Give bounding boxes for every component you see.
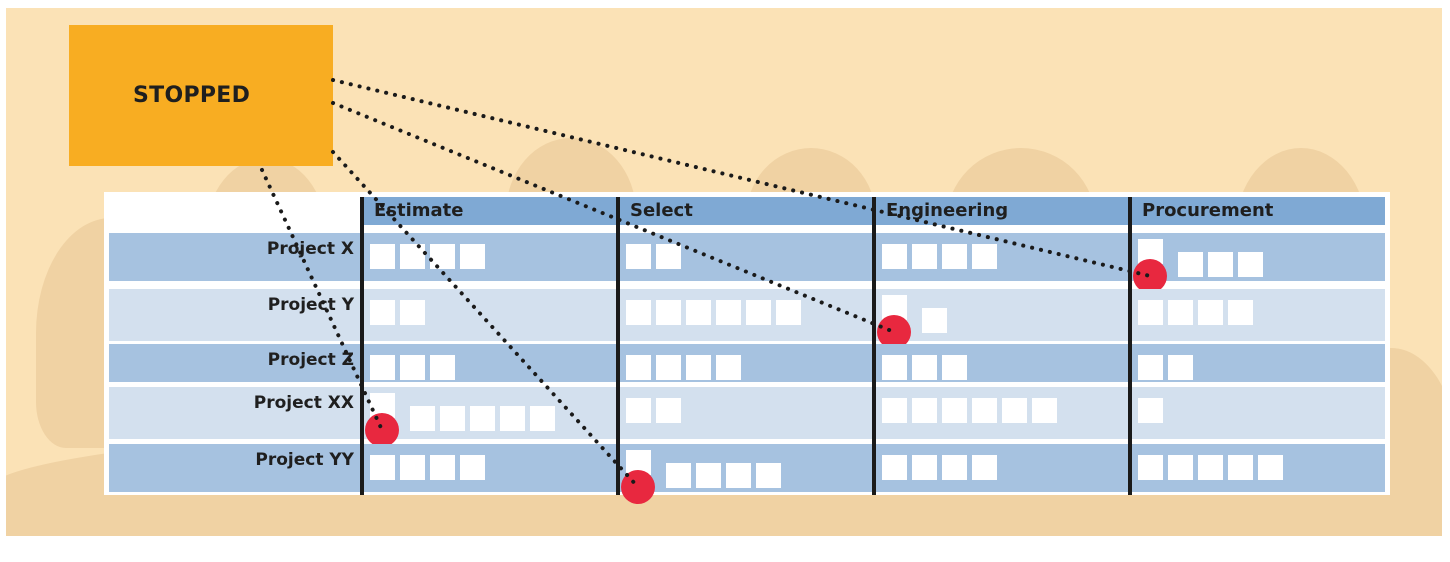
- work-item-square: [410, 406, 435, 431]
- work-item-square: [1198, 300, 1223, 325]
- stage-divider: [616, 197, 620, 495]
- work-item-square: [626, 300, 651, 325]
- work-item-square: [1002, 398, 1027, 423]
- work-item-square: [430, 455, 455, 480]
- table-row: Project YY: [109, 444, 1385, 504]
- work-item-square: [1198, 455, 1223, 480]
- work-item-square: [1228, 300, 1253, 325]
- work-item-square: [626, 244, 651, 269]
- work-item-square: [1138, 455, 1163, 480]
- work-item-square: [972, 244, 997, 269]
- work-item-square: [726, 463, 751, 488]
- work-item-square: [912, 355, 937, 380]
- table-row: Project XX: [109, 387, 1385, 447]
- work-item-square: [666, 463, 691, 488]
- status-box: STOPPED: [69, 25, 333, 166]
- row-label: Project Y: [267, 295, 354, 315]
- stopped-marker-procurement: [1133, 259, 1167, 293]
- row-label: Project X: [266, 239, 354, 259]
- work-item-square: [1178, 252, 1203, 277]
- work-item-square: [972, 455, 997, 480]
- work-item-square: [656, 244, 681, 269]
- work-item-square: [656, 355, 681, 380]
- table-row: Project X: [109, 233, 1385, 293]
- work-item-square: [500, 406, 525, 431]
- row-label: Project Z: [267, 350, 354, 370]
- work-item-square: [716, 300, 741, 325]
- work-item-square: [1168, 455, 1193, 480]
- stopped-marker-select: [621, 470, 655, 504]
- work-item-square: [530, 406, 555, 431]
- work-item-square: [400, 244, 425, 269]
- work-item-square: [942, 455, 967, 480]
- work-item-square: [942, 398, 967, 423]
- work-item-square: [1168, 355, 1193, 380]
- work-item-square: [460, 244, 485, 269]
- work-item-square: [370, 300, 395, 325]
- work-item-square: [912, 455, 937, 480]
- stopped-marker-estimate: [365, 413, 399, 447]
- work-item-square: [912, 244, 937, 269]
- work-item-square: [942, 244, 967, 269]
- work-item-square: [1138, 355, 1163, 380]
- work-item-square: [1168, 300, 1193, 325]
- work-item-square: [440, 406, 465, 431]
- work-item-square: [430, 355, 455, 380]
- project-stage-table: Estimate Select Engineering Procurement …: [104, 192, 1390, 504]
- work-item-square: [716, 355, 741, 380]
- work-item-square: [1208, 252, 1233, 277]
- work-item-square: [470, 406, 495, 431]
- row-label: Project XX: [253, 393, 354, 413]
- work-item-square: [756, 463, 781, 488]
- column-header-engineering: Engineering: [876, 197, 1132, 225]
- work-item-square: [686, 355, 711, 380]
- work-item-square: [626, 355, 651, 380]
- work-item-square: [656, 398, 681, 423]
- stage-divider: [872, 197, 876, 495]
- work-item-square: [882, 355, 907, 380]
- work-item-square: [686, 300, 711, 325]
- work-item-square: [1138, 300, 1163, 325]
- status-label: STOPPED: [133, 83, 251, 108]
- table-row: Project Z: [109, 344, 1385, 382]
- work-item-square: [912, 398, 937, 423]
- diagram-canvas: STOPPED Estimate Select Engineering Proc…: [6, 8, 1442, 536]
- work-item-square: [1258, 455, 1283, 480]
- work-item-square: [882, 455, 907, 480]
- work-item-square: [460, 455, 485, 480]
- work-item-square: [1238, 252, 1263, 277]
- work-item-square: [882, 398, 907, 423]
- work-item-square: [400, 355, 425, 380]
- work-item-square: [400, 300, 425, 325]
- work-item-square: [1228, 455, 1253, 480]
- work-item-square: [696, 463, 721, 488]
- table-row: Project Y: [109, 289, 1385, 349]
- work-item-square: [430, 244, 455, 269]
- row-label: Project YY: [255, 450, 354, 470]
- work-item-square: [746, 300, 771, 325]
- work-item-square: [1032, 398, 1057, 423]
- stage-divider: [1128, 197, 1132, 495]
- work-item-square: [972, 398, 997, 423]
- work-item-square: [626, 398, 651, 423]
- column-header-procurement: Procurement: [1132, 197, 1385, 225]
- work-item-square: [400, 455, 425, 480]
- work-item-square: [656, 300, 681, 325]
- work-item-square: [942, 355, 967, 380]
- work-item-square: [882, 244, 907, 269]
- column-header-estimate: Estimate: [364, 197, 620, 225]
- stage-divider: [360, 197, 364, 495]
- work-item-square: [370, 244, 395, 269]
- work-item-square: [370, 355, 395, 380]
- column-header-select: Select: [620, 197, 876, 225]
- work-item-square: [1138, 398, 1163, 423]
- work-item-square: [370, 455, 395, 480]
- work-item-square: [776, 300, 801, 325]
- work-item-square: [922, 308, 947, 333]
